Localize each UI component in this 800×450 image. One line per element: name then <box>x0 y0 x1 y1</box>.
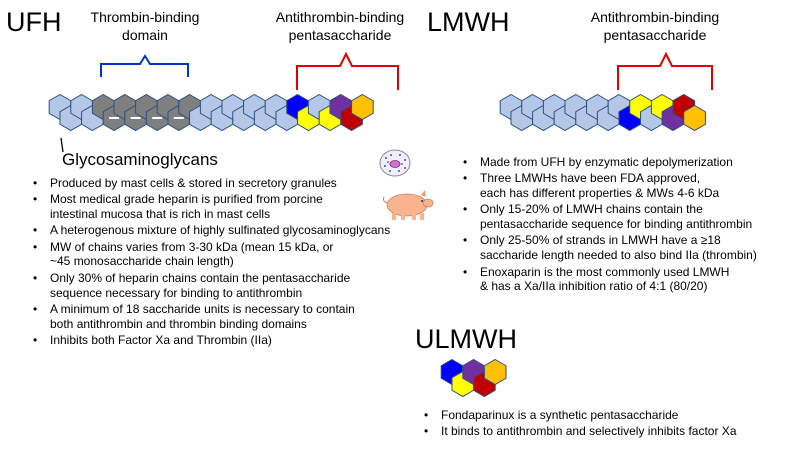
ufh-bullet: MW of chains varies from 3-30 kDa (mean … <box>30 240 430 270</box>
lmwh-bullet: Enoxaparin is the most commonly used LMW… <box>460 265 800 295</box>
lmwh-chain <box>499 93 706 132</box>
thrombin-binding-label: Thrombin-binding domain <box>90 9 200 43</box>
ufh-bullet: Produced by mast cells & stored in secre… <box>30 176 430 191</box>
thrombin-bracket <box>100 54 189 77</box>
ufh-bullet: A minimum of 18 saccharide units is nece… <box>30 302 430 332</box>
ufh-antithrombin-label: Antithrombin-binding pentasaccharide <box>275 9 405 43</box>
ulmwh-bullet: It binds to antithrombin and selectively… <box>421 424 800 439</box>
lmwh-title: LMWH <box>427 7 510 37</box>
lmwh-antithrombin-label: Antithrombin-binding pentasaccharide <box>590 9 720 43</box>
glyco-pointer <box>60 137 64 153</box>
saccharide-hexagon <box>483 358 507 386</box>
lmwh-bullet: Only 25-50% of strands in LMWH have a ≥1… <box>460 233 800 263</box>
lmwh-bullets: Made from UFH by enzymatic depolymerizat… <box>460 155 800 296</box>
glycosaminoglycans-label: Glycosaminoglycans <box>62 150 218 169</box>
ufh-bullet: Only 30% of heparin chains contain the p… <box>30 271 430 301</box>
saccharide-hexagon <box>351 93 374 121</box>
ufh-antithrombin-bracket <box>296 51 399 90</box>
ufh-bullet: A heterogenous mixture of highly sulfina… <box>30 223 430 238</box>
lmwh-bullet: Made from UFH by enzymatic depolymerizat… <box>460 155 800 170</box>
ufh-bullet: Most medical grade heparin is purified f… <box>30 192 430 222</box>
ufh-chain <box>48 93 374 132</box>
ufh-title: UFH <box>6 7 62 37</box>
ulmwh-bullet: Fondaparinux is a synthetic pentasacchar… <box>421 408 800 423</box>
ufh-bullet: Inhibits both Factor Xa and Thrombin (II… <box>30 333 430 348</box>
ufh-bullets: Produced by mast cells & stored in secre… <box>30 176 430 349</box>
mast-cell-icon <box>379 149 411 177</box>
saccharide-hexagon <box>683 104 706 132</box>
ulmwh-title: ULMWH <box>415 324 517 354</box>
ulmwh-chain <box>440 358 507 398</box>
ulmwh-bullets: Fondaparinux is a synthetic pentasacchar… <box>421 408 800 441</box>
lmwh-antithrombin-bracket <box>617 51 713 90</box>
lmwh-bullet: Three LMWHs have been FDA approved, each… <box>460 171 800 201</box>
lmwh-bullet: Only 15-20% of LMWH chains contain the p… <box>460 202 800 232</box>
